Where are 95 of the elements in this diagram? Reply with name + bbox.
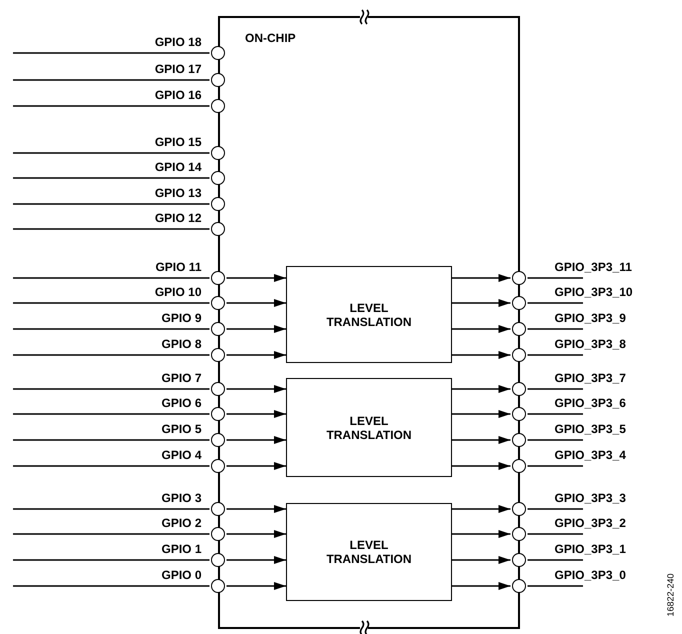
arrow xyxy=(226,410,286,418)
signal-line xyxy=(528,354,583,356)
pin-label: GPIO 1 xyxy=(161,542,202,556)
level-translation-block xyxy=(286,503,452,601)
signal-line xyxy=(13,585,210,587)
arrow xyxy=(452,325,510,333)
arrow xyxy=(226,299,286,307)
signal-line xyxy=(528,559,583,561)
pin-label: GPIO 5 xyxy=(161,422,202,436)
signal-line xyxy=(528,508,583,510)
pin-label: GPIO_3P3_7 xyxy=(554,370,626,384)
signal-line xyxy=(528,533,583,535)
pin-label: GPIO_3P3_8 xyxy=(554,336,626,350)
pin-label: GPIO 0 xyxy=(161,568,202,582)
arrow xyxy=(452,582,510,590)
pin-label: GPIO 17 xyxy=(154,62,202,76)
pin-label: GPIO_3P3_1 xyxy=(554,542,626,556)
signal-line xyxy=(13,508,210,510)
arrow xyxy=(226,325,286,333)
arrow xyxy=(452,351,510,359)
arrow xyxy=(452,462,510,470)
arrow xyxy=(452,385,510,393)
arrow xyxy=(452,410,510,418)
signal-line xyxy=(528,439,583,441)
arrow xyxy=(226,556,286,564)
arrow xyxy=(226,505,286,513)
signal-line xyxy=(528,388,583,390)
block-label: LEVEL TRANSLATION xyxy=(325,538,413,566)
pin-label: GPIO 8 xyxy=(161,336,202,350)
arrow xyxy=(452,530,510,538)
pin-label: GPIO 9 xyxy=(161,310,202,324)
chip-outline xyxy=(218,16,520,629)
pin-label: GPIO 10 xyxy=(154,284,202,298)
signal-line xyxy=(13,465,210,467)
arrow xyxy=(452,556,510,564)
pin-label: GPIO_3P3_2 xyxy=(554,516,626,530)
block-label: LEVEL TRANSLATION xyxy=(325,414,413,442)
signal-line xyxy=(13,203,210,205)
pin-label: GPIO_3P3_6 xyxy=(554,396,626,410)
arrow xyxy=(226,351,286,359)
level-translation-block xyxy=(286,378,452,477)
pin-label: GPIO 14 xyxy=(154,160,202,174)
signal-line xyxy=(528,413,583,415)
signal-line xyxy=(13,354,210,356)
arrow xyxy=(226,462,286,470)
pin-label: GPIO_3P3_5 xyxy=(554,422,626,436)
pin-label: GPIO_3P3_10 xyxy=(554,284,633,298)
pin-label: GPIO 4 xyxy=(161,448,202,462)
signal-line xyxy=(13,105,210,107)
pin-label: GPIO 15 xyxy=(154,134,202,148)
signal-line xyxy=(13,52,210,54)
arrow xyxy=(226,274,286,282)
signal-line xyxy=(13,302,210,304)
arrow xyxy=(452,505,510,513)
arrow xyxy=(226,436,286,444)
pin-label: GPIO_3P3_3 xyxy=(554,490,626,504)
signal-line xyxy=(528,465,583,467)
signal-line xyxy=(13,388,210,390)
signal-line xyxy=(528,328,583,330)
arrow xyxy=(226,530,286,538)
arrow xyxy=(452,299,510,307)
signal-line xyxy=(13,177,210,179)
pin-label: GPIO_3P3_4 xyxy=(554,448,626,462)
pin-label: GPIO_3P3_0 xyxy=(554,568,626,582)
pin-label: GPIO 11 xyxy=(155,260,202,274)
chip-title: ON-CHIP xyxy=(245,31,296,45)
signal-line xyxy=(528,277,583,279)
signal-line xyxy=(13,439,210,441)
signal-line xyxy=(13,533,210,535)
arrow xyxy=(226,582,286,590)
pin-label: GPIO 12 xyxy=(154,210,202,224)
arrow xyxy=(452,274,510,282)
arrow xyxy=(452,436,510,444)
pin-label: GPIO 3 xyxy=(161,490,202,504)
pin-label: GPIO 18 xyxy=(154,34,202,48)
signal-line xyxy=(528,302,583,304)
pin-label: GPIO 13 xyxy=(154,186,202,200)
level-translation-block xyxy=(286,266,452,363)
signal-line xyxy=(13,228,210,230)
pin-label: GPIO 6 xyxy=(161,396,202,410)
block-label: LEVEL TRANSLATION xyxy=(325,300,413,328)
signal-line xyxy=(13,79,210,81)
signal-line xyxy=(13,328,210,330)
signal-line xyxy=(13,559,210,561)
pin-label: GPIO_3P3_11 xyxy=(554,260,632,274)
pin-label: GPIO 2 xyxy=(161,516,202,530)
arrow xyxy=(226,385,286,393)
signal-line xyxy=(13,413,210,415)
signal-line xyxy=(13,277,210,279)
pin-label: GPIO 16 xyxy=(154,88,202,102)
signal-line xyxy=(13,152,210,154)
pin-label: GPIO 7 xyxy=(161,370,202,384)
figure-id: 16822-240 xyxy=(666,573,676,617)
pin-label: GPIO_3P3_9 xyxy=(554,310,626,324)
signal-line xyxy=(528,585,583,587)
